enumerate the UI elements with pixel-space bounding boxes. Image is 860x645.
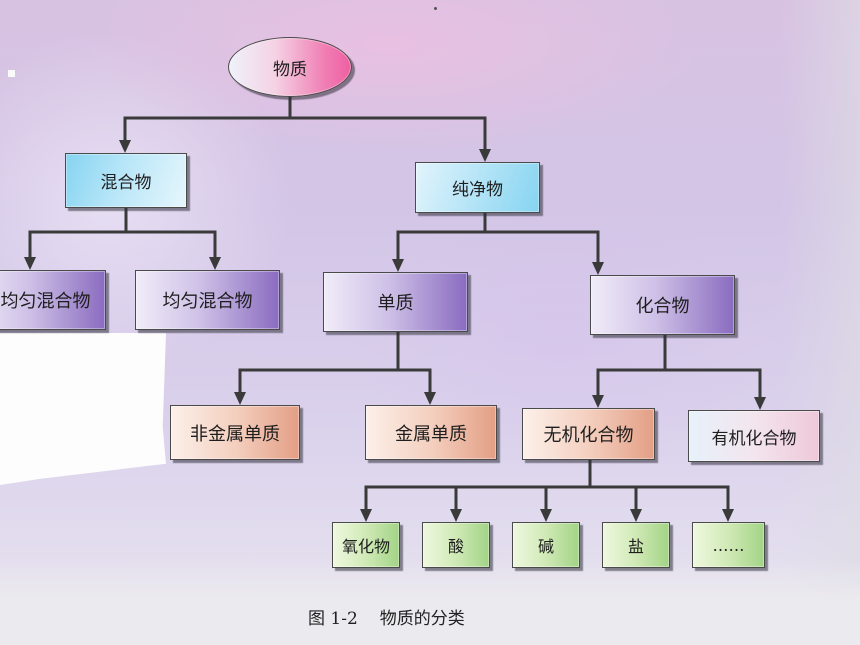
arrowhead-base: [540, 509, 552, 522]
node-oxide: 氧化物: [332, 522, 400, 568]
arrowhead-organic: [754, 397, 766, 410]
node-inorganic-compound: 无机化合物: [522, 408, 655, 460]
arrowhead-compound: [592, 262, 604, 275]
node-heterogeneous-mixture: 非均匀混合物: [0, 270, 106, 330]
page-edge-shade: [780, 0, 860, 598]
node-others: ……: [692, 522, 765, 568]
node-label: 金属单质: [395, 423, 467, 445]
node-label: 非均匀混合物: [0, 291, 91, 312]
white-patch: [0, 333, 166, 485]
node-pure-substance: 纯净物: [415, 162, 540, 213]
arrowhead-oxide: [360, 509, 372, 522]
node-homogeneous-mixture: 均匀混合物: [135, 270, 280, 330]
arrowhead-mixture: [119, 140, 131, 153]
scan-dot: [434, 7, 437, 10]
node-salt: 盐: [602, 522, 670, 568]
connector-root: [123, 95, 487, 152]
node-element: 单质: [323, 272, 468, 332]
node-label: 单质: [377, 293, 414, 314]
node-organic-compound: 有机化合物: [688, 410, 820, 462]
node-label: ……: [712, 535, 745, 555]
node-label: 无机化合物: [543, 425, 634, 446]
node-label: 均匀混合物: [162, 291, 253, 312]
arrowhead-inorganic: [592, 395, 604, 408]
arrowhead-metal: [424, 392, 436, 405]
node-label: 混合物: [100, 173, 152, 193]
figure-number: 图 1-2: [308, 609, 358, 629]
connector-compound: [596, 333, 762, 400]
scan-speck: [8, 70, 15, 77]
arrowhead-salt: [630, 509, 642, 522]
node-acid: 酸: [422, 522, 490, 568]
node-label: 非金属单质: [190, 423, 280, 445]
node-matter: 物质: [228, 37, 352, 97]
node-label: 纯净物: [452, 180, 503, 200]
node-label: 盐: [627, 537, 644, 556]
connector-element: [238, 330, 432, 395]
arrowhead-others: [722, 509, 734, 522]
node-label: 化合物: [635, 296, 690, 317]
arrowhead-heterogeneous-mixture: [24, 257, 36, 270]
node-label: 氧化物: [341, 537, 390, 556]
node-compound: 化合物: [590, 275, 735, 335]
node-metal-element: 金属单质: [365, 405, 497, 460]
arrowhead-nonmetal: [234, 392, 246, 405]
connector-mixture: [28, 206, 217, 260]
node-base: 碱: [512, 522, 580, 568]
node-label: 碱: [537, 537, 554, 556]
connector-inorganic: [364, 458, 730, 512]
node-label: 有机化合物: [711, 428, 797, 449]
node-label: 酸: [447, 537, 464, 556]
node-mixture: 混合物: [65, 153, 187, 208]
node-label: 物质: [273, 59, 307, 80]
arrowhead-pure-substance: [479, 149, 491, 162]
arrowhead-acid: [450, 509, 462, 522]
node-nonmetal-element: 非金属单质: [170, 405, 300, 460]
arrowhead-homogeneous-mixture: [209, 257, 221, 270]
figure-caption: 图 1-2 物质的分类: [308, 604, 465, 629]
connector-pure-substance: [396, 211, 600, 265]
arrowhead-element: [392, 259, 404, 272]
figure-title: 物质的分类: [379, 609, 465, 629]
